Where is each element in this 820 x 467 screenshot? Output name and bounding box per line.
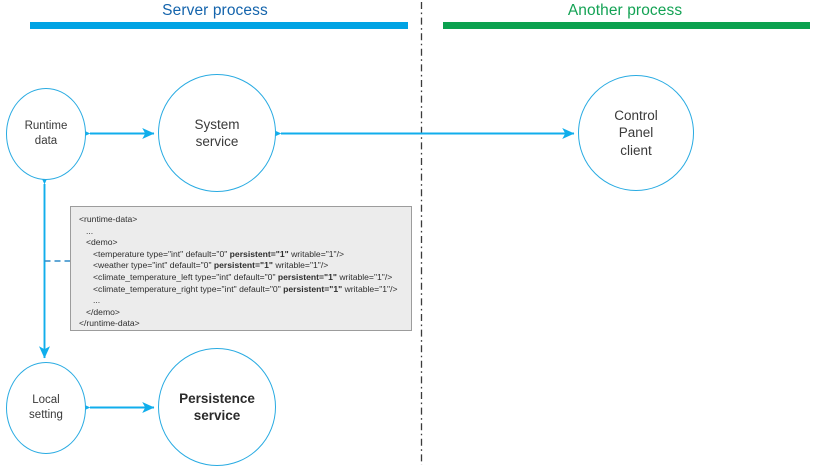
- code-token: ...: [93, 295, 101, 306]
- code-token: <climate_temperature_right type="int" de…: [93, 283, 284, 294]
- code-line: <demo>: [79, 237, 411, 249]
- code-line: </runtime-data>: [79, 318, 411, 330]
- code-snippet-box: <runtime-data>...<demo><temperature type…: [70, 206, 412, 331]
- code-token: writable="1"/>: [336, 271, 393, 282]
- code-token-bold: persistent="1": [283, 283, 343, 294]
- code-token: <climate_temperature_left type="int" def…: [93, 271, 278, 282]
- code-line: <climate_temperature_left type="int" def…: [79, 272, 411, 284]
- node-runtime-data-label: Runtime data: [24, 120, 68, 147]
- node-control-panel-client-label: Control Panel client: [614, 108, 658, 158]
- lane-title-server-process: Server process: [162, 2, 268, 19]
- code-token: <demo>: [86, 237, 118, 248]
- code-line: ...: [79, 226, 411, 238]
- lane-bar-server-process: [30, 22, 408, 29]
- code-token: <runtime-data>: [79, 214, 138, 224]
- code-token: </demo>: [86, 306, 120, 317]
- node-local-setting[interactable]: Local setting: [6, 362, 86, 454]
- lane-bar-another-process: [443, 22, 810, 29]
- code-token-bold: persistent="1": [229, 248, 289, 259]
- node-system-service-label: System service: [194, 116, 240, 149]
- code-token-bold: persistent="1": [277, 271, 337, 282]
- code-token: </runtime-data>: [79, 318, 140, 329]
- lane-title-another-process: Another process: [567, 2, 683, 19]
- code-token: writable="1"/>: [272, 260, 329, 271]
- code-line: <weather type="int" default="0" persiste…: [79, 260, 411, 272]
- code-token-bold: persistent="1": [213, 260, 273, 271]
- code-token: <temperature type="int" default="0": [93, 248, 230, 259]
- code-token: ...: [86, 225, 94, 236]
- code-line: <runtime-data>: [79, 214, 411, 226]
- code-token: writable="1"/>: [342, 283, 398, 294]
- code-line: <temperature type="int" default="0" pers…: [79, 249, 411, 261]
- node-system-service[interactable]: System service: [158, 74, 276, 192]
- code-snippet-text: <runtime-data>...<demo><temperature type…: [79, 214, 411, 330]
- code-token: <weather type="int" default="0": [93, 260, 214, 271]
- code-line: ...: [79, 295, 411, 307]
- node-control-panel-client[interactable]: Control Panel client: [578, 75, 694, 191]
- node-runtime-data[interactable]: Runtime data: [6, 88, 86, 180]
- code-line: </demo>: [79, 307, 411, 319]
- code-token: writable="1"/>: [288, 248, 345, 259]
- node-persistence-service-label: Persistence service: [179, 390, 255, 423]
- node-local-setting-label: Local setting: [29, 394, 63, 421]
- node-persistence-service[interactable]: Persistence service: [158, 348, 276, 466]
- code-line: <climate_temperature_right type="int" de…: [79, 284, 411, 296]
